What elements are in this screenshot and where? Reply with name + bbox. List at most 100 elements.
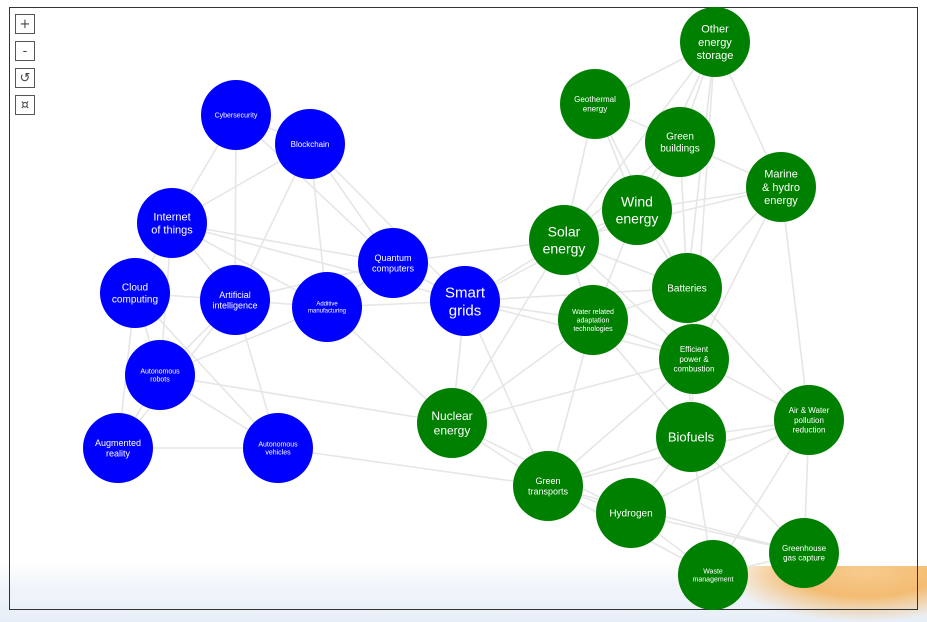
edge-solar-other_storage bbox=[563, 41, 716, 241]
node-circle[interactable] bbox=[678, 540, 748, 610]
node-batteries[interactable]: Batteries bbox=[652, 253, 722, 323]
node-circle[interactable] bbox=[201, 80, 271, 150]
node-circle[interactable] bbox=[602, 175, 672, 245]
edge-iot-quantum bbox=[171, 222, 394, 264]
node-circle[interactable] bbox=[769, 518, 839, 588]
edge-solar-marine bbox=[563, 186, 782, 241]
node-circle[interactable] bbox=[558, 285, 628, 355]
node-label: Batteries bbox=[667, 284, 706, 295]
node-circle[interactable] bbox=[560, 69, 630, 139]
zoom-controls: + - ↺ ¤ bbox=[15, 14, 37, 122]
zoom-in-button[interactable]: + bbox=[15, 14, 35, 34]
network-canvas-frame[interactable] bbox=[9, 7, 918, 610]
node-circle[interactable] bbox=[275, 109, 345, 179]
node-circle[interactable] bbox=[430, 266, 500, 336]
node-label: Hydrogen bbox=[609, 509, 652, 520]
node-circle[interactable] bbox=[596, 478, 666, 548]
node-circle[interactable] bbox=[200, 265, 270, 335]
node-circle[interactable] bbox=[125, 340, 195, 410]
node-circle[interactable] bbox=[652, 253, 722, 323]
node-circle[interactable] bbox=[656, 402, 726, 472]
node-label: Blockchain bbox=[291, 140, 330, 149]
node-circle[interactable] bbox=[100, 258, 170, 328]
edge-marine-air_water bbox=[780, 186, 810, 421]
reset-view-button[interactable]: ↺ bbox=[15, 68, 35, 88]
node-biofuels[interactable]: Biofuels bbox=[656, 402, 726, 472]
fit-view-button[interactable]: ¤ bbox=[15, 95, 35, 115]
node-cybersecurity[interactable]: Cybersecurity bbox=[201, 80, 271, 150]
edge-cloud-vehicles bbox=[134, 292, 279, 449]
node-circle[interactable] bbox=[746, 152, 816, 222]
node-circle[interactable] bbox=[137, 188, 207, 258]
node-circle[interactable] bbox=[659, 324, 729, 394]
zoom-out-button[interactable]: - bbox=[15, 41, 35, 61]
node-circle[interactable] bbox=[513, 451, 583, 521]
node-label: Biofuels bbox=[668, 430, 715, 445]
node-circle[interactable] bbox=[680, 7, 750, 77]
node-blockchain[interactable]: Blockchain bbox=[275, 109, 345, 179]
node-circle[interactable] bbox=[529, 205, 599, 275]
node-circle[interactable] bbox=[83, 413, 153, 483]
node-circle[interactable] bbox=[243, 413, 313, 483]
node-circle[interactable] bbox=[774, 385, 844, 455]
edge-efficient-nuclear bbox=[451, 358, 695, 424]
edge-green_transports-ghg bbox=[547, 485, 805, 554]
edge-robots-nuclear bbox=[159, 374, 453, 424]
node-label: Cybersecurity bbox=[215, 112, 258, 119]
edge-blockchain-smartgrids bbox=[309, 143, 466, 302]
node-circle[interactable] bbox=[417, 388, 487, 458]
node-circle[interactable] bbox=[645, 107, 715, 177]
node-hydrogen[interactable]: Hydrogen bbox=[596, 478, 666, 548]
edge-vehicles-green_transports bbox=[277, 447, 549, 487]
node-circle[interactable] bbox=[358, 228, 428, 298]
edge-solar-nuclear bbox=[451, 239, 565, 424]
node-circle[interactable] bbox=[292, 272, 362, 342]
